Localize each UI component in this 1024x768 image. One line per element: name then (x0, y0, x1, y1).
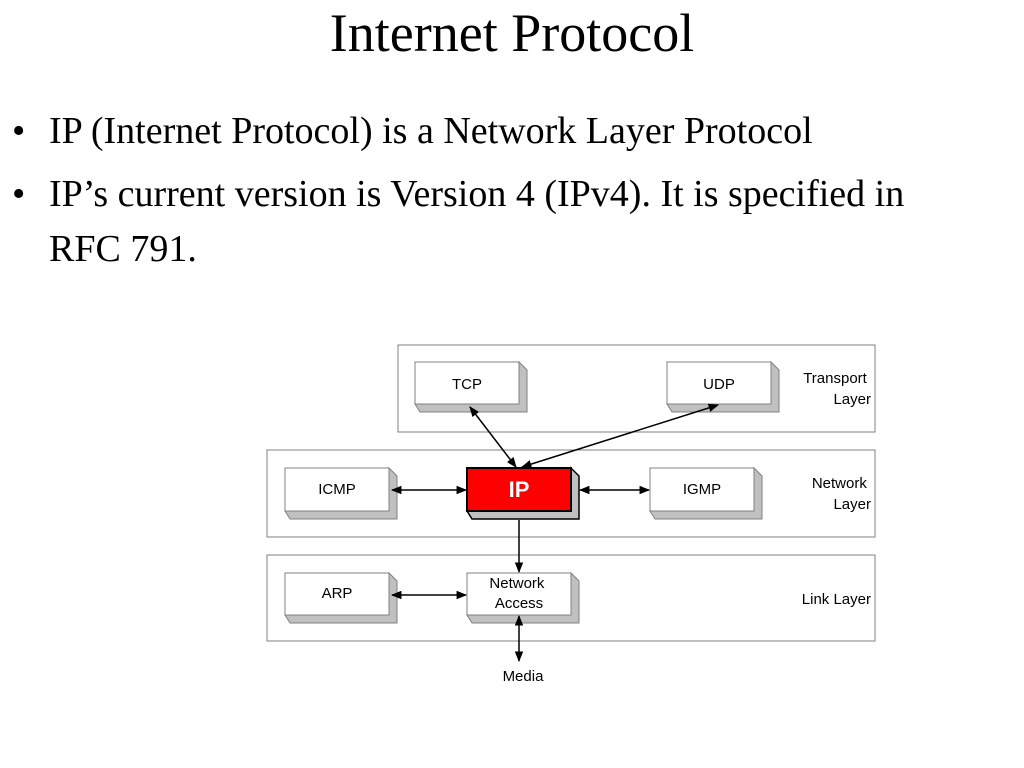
arp-box: ARP (284, 571, 398, 624)
bullet-icon: • (12, 173, 26, 215)
media-label: Media (503, 668, 545, 685)
tcp-label: TCP (452, 376, 482, 393)
igmp-box: IGMP (649, 466, 763, 520)
ip-box: IP (465, 466, 580, 520)
transport-layer-label: Transport Layer (803, 370, 871, 408)
icmp-box: ICMP (284, 466, 398, 520)
bullet-item-ip-definition: • IP (Internet Protocol) is a Network La… (0, 104, 1024, 159)
bullet-icon: • (12, 110, 26, 152)
bullet-text: IP’s current version is Version 4 (IPv4)… (49, 173, 905, 270)
igmp-label: IGMP (683, 481, 721, 498)
udp-ip-arrow (520, 403, 720, 469)
icmp-label: ICMP (318, 481, 356, 498)
tcp-ip-arrow (469, 406, 517, 468)
tcp-box: TCP (414, 360, 528, 413)
network-access-label: Network Access (489, 575, 548, 612)
arp-label: ARP (322, 585, 353, 602)
network-access-box: Network Access (466, 571, 580, 624)
udp-box: UDP (666, 360, 780, 413)
network-layer-label: Network Layer (812, 475, 871, 513)
bullet-item-ip-version: • IP’s current version is Version 4 (IPv… (0, 167, 1024, 277)
slide-title: Internet Protocol (329, 3, 695, 63)
bullet-text: IP (Internet Protocol) is a Network Laye… (49, 110, 813, 152)
ip-label: IP (509, 477, 530, 502)
bullet-list: • IP (Internet Protocol) is a Network La… (0, 104, 1024, 285)
link-layer-label: Link Layer (802, 591, 871, 608)
udp-label: UDP (703, 376, 735, 393)
